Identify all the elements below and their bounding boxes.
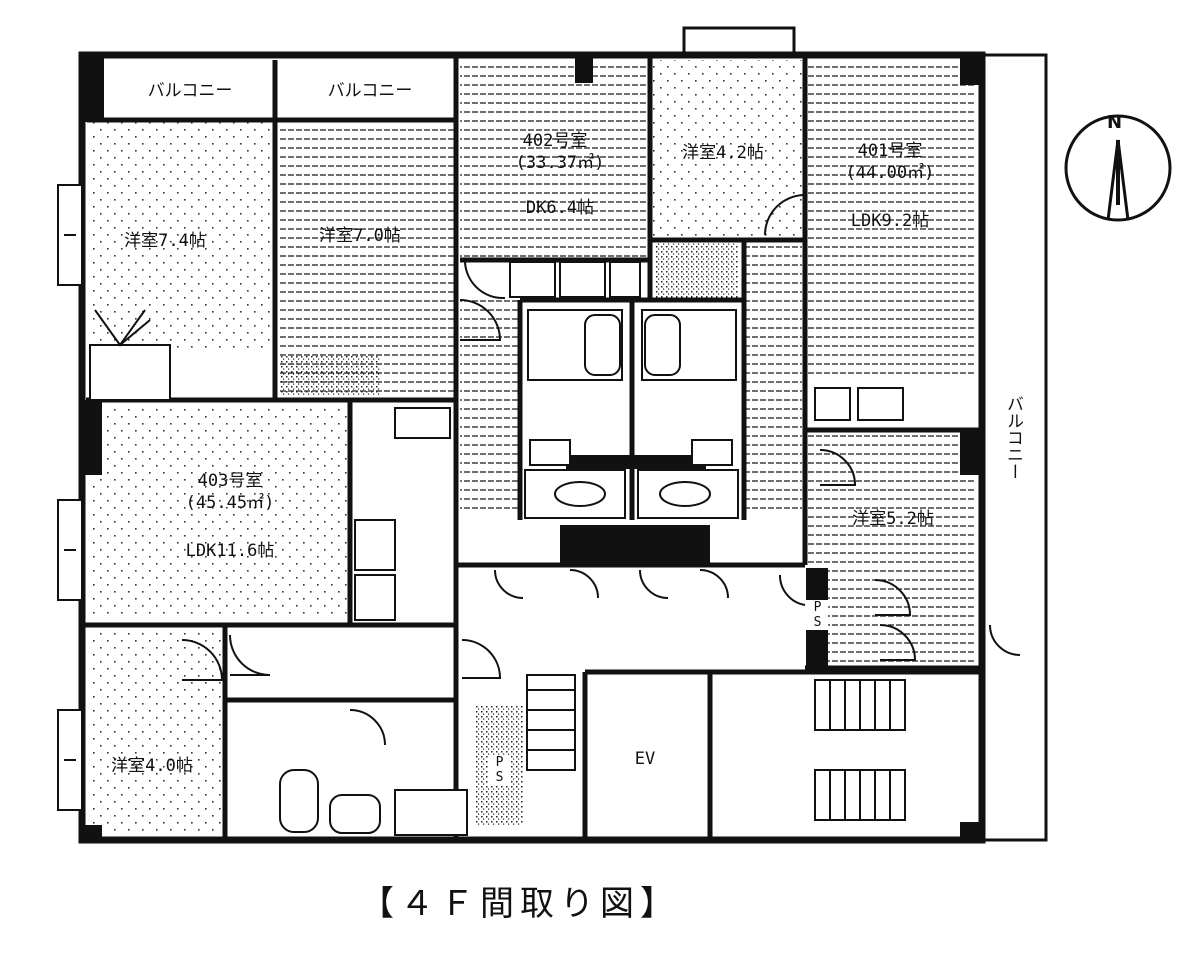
balcony-top-mid-label: バルコニー [315, 80, 425, 102]
unit-403-area: (45.45㎡) [185, 493, 275, 513]
unit-401-area: (44.00㎡) [845, 163, 935, 183]
unit-401-name: 401号室 [857, 141, 923, 161]
ps-label: PS [488, 755, 510, 785]
unit-401-room: 洋室5.2帖 [852, 509, 934, 529]
balcony-top-left-label: バルコニー [135, 80, 245, 102]
unit-402-area: (33.37㎡) [515, 153, 605, 173]
unit-402-name: 402号室 [522, 131, 588, 151]
unit-403-name: 403号室 [197, 471, 263, 491]
unit-402-room: 洋室4.2帖 [682, 143, 764, 163]
unit-403-room-a: 洋室7.4帖 [124, 231, 206, 251]
balcony-right-label: バルコニー [1002, 395, 1024, 480]
north-label: N [1107, 112, 1123, 133]
door-swings [94, 193, 1021, 746]
north-compass [1064, 114, 1172, 222]
stair-treads [527, 680, 891, 820]
unit-401-ldk: LDK9.2帖 [850, 211, 930, 231]
windows [57, 184, 83, 811]
interior-walls [82, 55, 982, 840]
unit-402-dk: DK6.4帖 [525, 198, 595, 218]
unit-403-ldk: LDK11.6帖 [185, 541, 275, 561]
floor-plan-caption: 【４Ｆ間取り図】 [360, 884, 680, 924]
ps2-label: PS [806, 600, 828, 630]
structural-columns [82, 55, 982, 843]
elevator-label: EV [620, 748, 670, 770]
floor-textures [90, 60, 976, 835]
unit-403-room-b: 洋室7.0帖 [319, 226, 401, 246]
unit-403-room-c: 洋室4.0帖 [111, 756, 193, 776]
